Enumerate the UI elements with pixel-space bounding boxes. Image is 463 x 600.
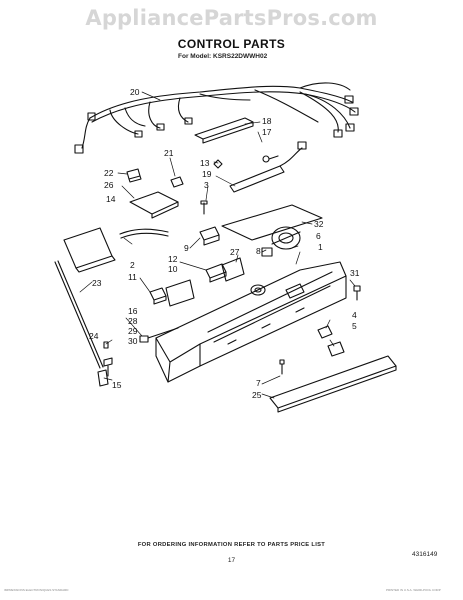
- callout-12: 12: [168, 254, 178, 264]
- wiring-harness: [74, 82, 359, 154]
- diagram-title: CONTROL PARTS: [177, 37, 286, 51]
- part-25-trim-strip: [269, 355, 397, 413]
- part-26-cover: [129, 191, 179, 219]
- part-10-plate: [165, 279, 195, 307]
- watermark-text: AppliancePartsPros.com: [85, 6, 378, 30]
- callout-23: 23: [92, 278, 102, 288]
- fine-print-right: PRINTED IN U.S.A. WHIRLPOOL CORP: [386, 588, 441, 592]
- callout-19: 19: [202, 169, 212, 179]
- callout-27: 27: [230, 247, 240, 257]
- part-23-rod: [54, 260, 104, 369]
- part-21-clip: [170, 176, 184, 188]
- part-32-panel: [221, 204, 323, 241]
- callout-6: 6: [316, 231, 321, 241]
- callout-18: 18: [262, 116, 272, 126]
- document-number: 4316149: [412, 551, 438, 558]
- callout-24: 24: [89, 331, 99, 341]
- callout-17: 17: [262, 127, 272, 137]
- part-1-control-housing: [155, 261, 347, 383]
- fine-print-left: IMPRESSIONS ELECTRONIQUES STANDARD: [4, 588, 69, 592]
- part-12-control: [205, 263, 227, 283]
- callout-11: 11: [128, 272, 137, 282]
- callout-15: 15: [112, 380, 122, 390]
- part-9-switch: [199, 226, 220, 246]
- part-22-knob: [126, 168, 142, 183]
- part-13-screw: [213, 159, 223, 169]
- part-11-switch: [149, 287, 167, 305]
- callout-leaders: [79, 91, 356, 399]
- callout-21: 21: [164, 148, 174, 158]
- callout-29: 29: [128, 326, 138, 336]
- callout-32: 32: [314, 219, 324, 229]
- part-24-screw: [103, 341, 109, 349]
- callout-14: 14: [106, 194, 116, 204]
- part-17-19-sensor: [229, 141, 307, 193]
- callout-16: 16: [128, 306, 138, 316]
- callout-5: 5: [352, 321, 357, 331]
- callout-25: 25: [252, 390, 262, 400]
- part-27-plate: [221, 257, 245, 282]
- part-31-screw: [353, 285, 361, 301]
- callout-9: 9: [184, 243, 189, 253]
- callout-2: 2: [130, 260, 135, 270]
- part-14-cover-plate: [63, 227, 116, 273]
- callout-4: 4: [352, 310, 357, 320]
- callout-30: 30: [128, 336, 138, 346]
- callout-7: 7: [256, 378, 261, 388]
- callout-labels: 20 18 17 21 13 19 22 3 26 14 32 8 6 9 27…: [89, 87, 360, 400]
- model-line: For Model: KSRS22DWWH02: [178, 53, 268, 60]
- callout-22: 22: [104, 168, 114, 178]
- part-4-5-bracket: [317, 325, 345, 357]
- callout-26: 26: [104, 180, 114, 190]
- part-3-screw: [200, 200, 208, 215]
- page-number: 17: [227, 557, 236, 564]
- part-2-tube: [119, 228, 169, 239]
- callout-20: 20: [130, 87, 140, 97]
- part-15-clip: [97, 369, 109, 387]
- ordering-note: FOR ORDERING INFORMATION REFER TO PARTS …: [137, 542, 326, 548]
- callout-8: 8: [256, 246, 261, 256]
- part-8-6-motor: [261, 226, 301, 257]
- part-7-screw: [279, 359, 285, 375]
- part-18-bracket: [194, 117, 254, 144]
- callout-13: 13: [200, 158, 210, 168]
- callout-10: 10: [168, 264, 178, 274]
- callout-3: 3: [204, 180, 209, 190]
- callout-1: 1: [318, 242, 323, 252]
- callout-31: 31: [350, 268, 360, 278]
- callout-28: 28: [128, 316, 138, 326]
- parts-16-28-29-30: [103, 327, 179, 377]
